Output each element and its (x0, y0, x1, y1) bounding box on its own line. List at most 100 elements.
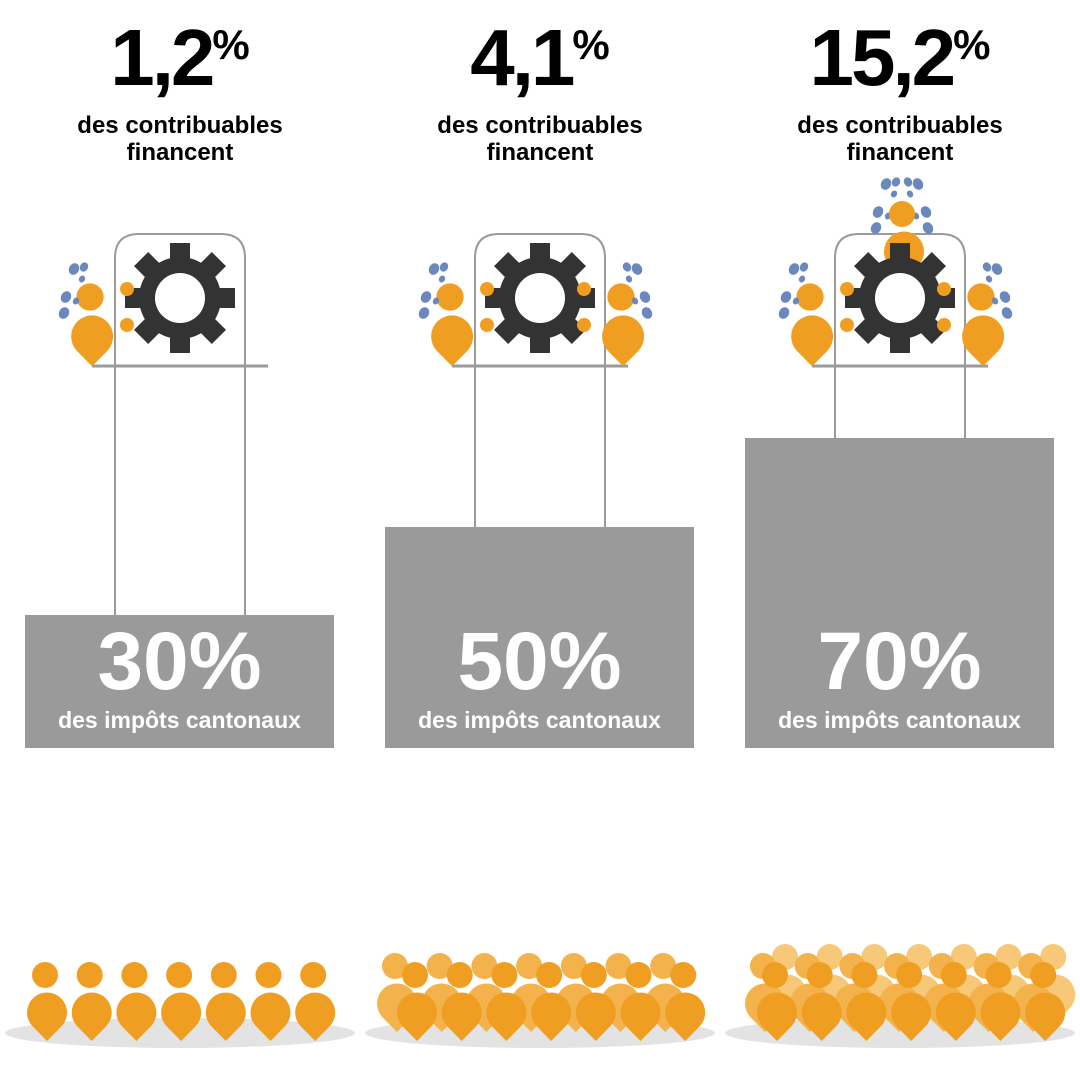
person-head-icon (210, 962, 237, 988)
sweat-drop-icon (906, 190, 914, 198)
person-body-icon (935, 992, 976, 1041)
sweat-drop-icon (72, 297, 80, 305)
person-head-icon (580, 962, 607, 988)
person-head-icon (471, 953, 498, 979)
sweat-drop-icon (625, 275, 633, 283)
taxes-bar: 70% des impôts cantonaux (745, 438, 1054, 748)
person-head-icon (382, 953, 408, 979)
sweat-drop-icon (991, 263, 1003, 275)
person-body-icon (71, 992, 112, 1041)
sweat-drop-icon (792, 297, 800, 305)
person-head-icon (426, 953, 453, 979)
sweat-drop-icon (420, 291, 432, 303)
person-body-icon (757, 992, 798, 1041)
sweat-drop-icon (631, 263, 643, 275)
sweat-drop-icon (780, 291, 792, 303)
person-body-icon (116, 992, 157, 1041)
person-head-icon (1030, 962, 1057, 988)
person-head-icon (536, 962, 563, 988)
gear-icon (485, 243, 595, 353)
person-body-icon (531, 992, 572, 1041)
person-head-icon (625, 962, 652, 988)
person-body-icon (161, 992, 202, 1041)
sweat-drop-icon (639, 291, 651, 303)
person-head-icon (300, 962, 327, 988)
person-head-icon (32, 962, 58, 988)
hand-icon (120, 282, 134, 296)
person-head-icon (940, 962, 967, 988)
taxes-percent: 70% (817, 616, 982, 707)
hand-icon (937, 282, 951, 296)
hand-icon (937, 318, 951, 332)
person-body-icon (205, 992, 246, 1041)
sweat-drop-icon (799, 262, 809, 272)
sweat-drop-icon (880, 178, 892, 190)
person-body-icon (441, 992, 482, 1041)
person-head-icon (560, 953, 587, 979)
person-body-icon (962, 315, 1005, 367)
sweat-drop-icon (912, 178, 924, 190)
gear-icon (845, 243, 955, 353)
taxes-label: des impôts cantonaux (58, 707, 301, 733)
person-head-icon (166, 962, 193, 988)
gear-icon (125, 243, 235, 353)
person-head-icon (650, 953, 677, 979)
hand-icon (840, 282, 854, 296)
person-head-icon (762, 962, 788, 988)
person-head-icon (76, 962, 103, 988)
hand-icon (840, 318, 854, 332)
taxes-label: des impôts cantonaux (418, 707, 661, 733)
person-body-icon (575, 992, 616, 1041)
sweat-drop-icon (68, 263, 80, 275)
rail-frame (114, 233, 246, 615)
hand-icon (577, 282, 591, 296)
sweat-drop-icon (58, 307, 70, 319)
person-body-icon (980, 992, 1021, 1041)
taxpayers-percent: 1,2% (110, 13, 250, 102)
person-head-icon (896, 962, 923, 988)
person-head-icon (806, 962, 833, 988)
taxes-percent: 30% (97, 616, 262, 707)
person-body-icon (801, 992, 842, 1041)
person-head-icon (491, 962, 518, 988)
hand-icon (480, 318, 494, 332)
hand-icon (577, 318, 591, 332)
person-head-icon (446, 962, 473, 988)
person-body-icon (250, 992, 291, 1041)
person-body-icon (846, 992, 887, 1041)
sweat-drop-icon (999, 291, 1011, 303)
person-head-icon (255, 962, 282, 988)
person-body-icon (791, 315, 834, 367)
person-head-icon (967, 283, 995, 311)
person-body-icon (397, 992, 437, 1041)
sweat-drop-icon (870, 222, 882, 234)
person-body-icon (620, 992, 661, 1041)
person-body-icon (71, 315, 114, 367)
hand-icon (480, 282, 494, 296)
sweat-drop-icon (798, 275, 806, 283)
sweat-drop-icon (891, 177, 901, 187)
person-head-icon (605, 953, 632, 979)
person-head-icon (436, 283, 464, 311)
person-head-icon (670, 962, 697, 988)
person-body-icon (1025, 992, 1066, 1041)
sweat-drop-icon (982, 262, 992, 272)
person-head-icon (121, 962, 148, 988)
person-body-icon (295, 992, 336, 1041)
sweat-drop-icon (641, 307, 653, 319)
sweat-drop-icon (60, 291, 72, 303)
person-head-icon (607, 283, 635, 311)
sweat-drop-icon (428, 263, 440, 275)
sweat-drop-icon (985, 275, 993, 283)
sweat-drop-icon (903, 177, 913, 187)
sweat-drop-icon (631, 297, 639, 305)
sweat-drop-icon (622, 262, 632, 272)
taxes-bar: 50% des impôts cantonaux (385, 527, 694, 748)
sweat-drop-icon (1001, 307, 1013, 319)
person-body-icon (891, 992, 932, 1041)
sweat-drop-icon (79, 262, 89, 272)
person-head-icon (76, 283, 104, 311)
